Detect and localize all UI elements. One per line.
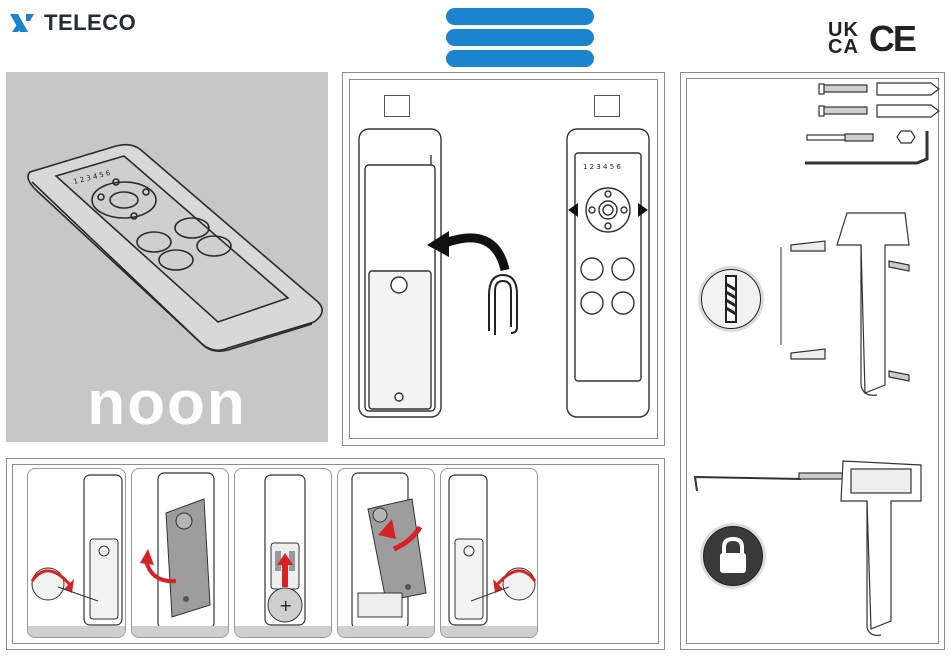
remote-illustration: 1 2 3 4 5 6 xyxy=(6,72,328,372)
wall-mount-panel xyxy=(680,72,945,650)
header-pill-2 xyxy=(446,29,594,46)
ce-mark: CE xyxy=(869,18,915,60)
battery-access-panel: 1 2 3 4 5 6 xyxy=(342,72,665,446)
brand-logo: TELECO xyxy=(8,8,136,38)
step-number-box-1 xyxy=(384,95,410,117)
header-pill-3 xyxy=(446,50,594,67)
step-1-open-screw xyxy=(27,468,126,638)
paperclip-icon xyxy=(425,215,525,335)
step-4-bar xyxy=(338,626,434,637)
product-name: noon xyxy=(6,368,328,439)
step-2-bar xyxy=(132,626,228,637)
teleco-logo-icon xyxy=(8,10,38,36)
brand-name: TELECO xyxy=(44,10,136,36)
ukca-mark: UK CA xyxy=(828,22,859,56)
lock-icon xyxy=(703,526,763,586)
battery-steps-panel: + xyxy=(6,458,665,650)
wall-bracket-diagram xyxy=(777,205,927,405)
step-2-remove-cover xyxy=(131,468,229,638)
battery-polarity: + xyxy=(279,596,292,615)
step-number-box-2 xyxy=(594,95,620,117)
step-3-insert-battery: + xyxy=(234,468,332,638)
mounting-hardware xyxy=(793,79,943,179)
step-5-bar xyxy=(441,626,537,637)
step-3-bar xyxy=(235,626,331,637)
header-pill-1 xyxy=(446,8,594,25)
certification-marks: UK CA CE xyxy=(828,18,915,60)
step-4-replace-cover xyxy=(337,468,435,638)
step-5-close-screw xyxy=(440,468,538,638)
remote-front-illustration: 1 2 3 4 5 6 xyxy=(565,125,655,425)
drill-bit-icon xyxy=(701,269,761,329)
front-channel-numbers: 1 2 3 4 5 6 xyxy=(583,163,621,171)
product-panel: 1 2 3 4 5 6 noon xyxy=(6,72,328,442)
step-1-bar xyxy=(28,626,125,637)
ukca-bottom: CA xyxy=(828,39,859,56)
